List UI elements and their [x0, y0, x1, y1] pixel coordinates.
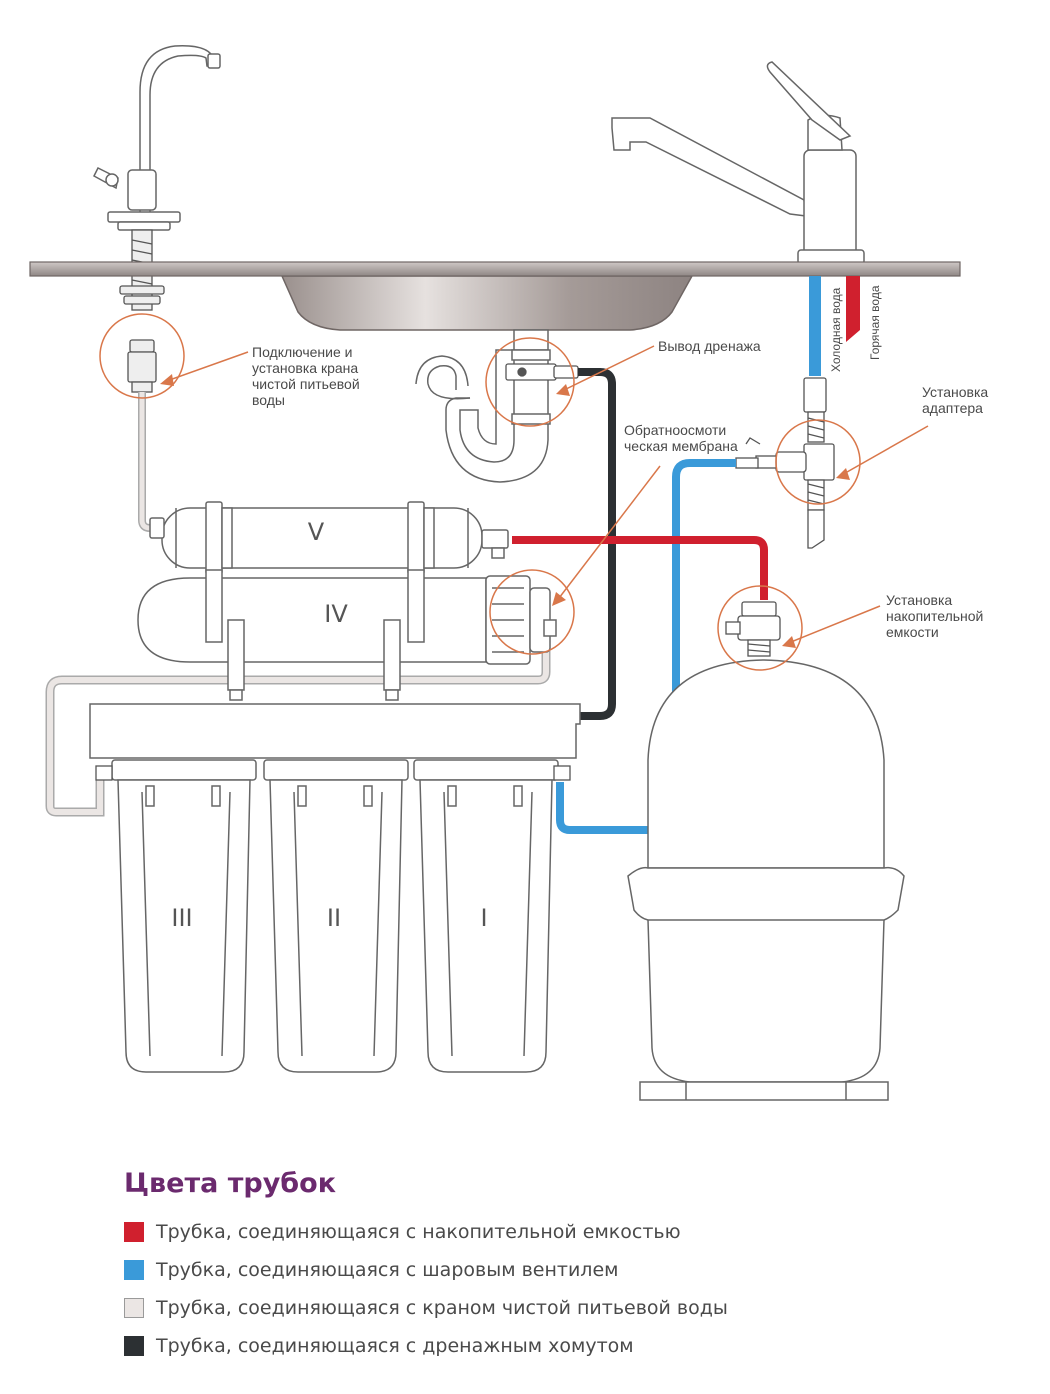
storage-tank — [627, 659, 905, 1101]
callout-circle-tank — [717, 585, 803, 671]
legend-label-red: Трубка, соединяющаяся с накопительной ем… — [156, 1221, 681, 1243]
stage-label-5: V — [308, 518, 325, 546]
callout-circle-clean-tap — [99, 313, 185, 399]
legend-item-black: Трубка, соединяющаяся с дренажным хомуто… — [124, 1327, 1024, 1365]
legend-item-red: Трубка, соединяющаяся с накопительной ем… — [124, 1213, 1024, 1251]
hot-water-label: Горячая вода — [868, 285, 882, 361]
tank-valve — [725, 601, 781, 657]
filter-manifold-plate — [89, 703, 581, 759]
callout-drain-outlet: Вывод дренажа — [658, 338, 761, 354]
legend-swatch-white — [124, 1298, 144, 1318]
legend-item-blue: Трубка, соединяющаяся с шаровым вентилем — [124, 1251, 1024, 1289]
stage-label-3: III — [171, 904, 192, 932]
stage-label-1: I — [480, 904, 487, 932]
manifold-fittings — [95, 765, 571, 781]
callout-membrane: Обратноосмоти ческая мембрана — [624, 422, 738, 454]
stage-label-4: IV — [324, 600, 348, 628]
callout-arrowheads — [160, 374, 850, 648]
callout-circle-adapter — [775, 419, 861, 505]
internal-tube-fill — [47, 636, 549, 815]
prefilter-stage-2 — [263, 759, 409, 1073]
legend-label-black: Трубка, соединяющаяся с дренажным хомуто… — [156, 1335, 634, 1357]
post-filter-stage-5 — [149, 501, 509, 575]
callout-circle-drain — [485, 337, 575, 427]
legend-title: Цвета трубок — [124, 1168, 337, 1199]
legend-swatch-red — [124, 1222, 144, 1242]
legend-swatch-black — [124, 1336, 144, 1356]
stage-label-2: II — [327, 904, 341, 932]
countertop — [29, 261, 961, 277]
tube-color-legend: Цвета трубок Трубка, соединяющаяся с нак… — [124, 1168, 1024, 1365]
legend-swatch-blue — [124, 1260, 144, 1280]
drain-saddle-clamp — [505, 363, 579, 381]
sink-bowl — [280, 275, 694, 331]
tank-tube-red — [512, 536, 768, 600]
feed-adapter-valve — [735, 377, 835, 549]
clean-water-tube — [138, 392, 162, 532]
callout-clean-tap: Подключение и установка крана чистой пит… — [252, 344, 360, 408]
callout-tank: Установка накопительной емкости — [886, 592, 984, 640]
cold-water-label: Холодная вода — [829, 287, 843, 372]
cold-water-pipe — [809, 276, 821, 376]
callout-markers — [99, 313, 929, 671]
membrane-housing-stage-4 — [137, 569, 557, 701]
faucet-threaded-stem — [119, 229, 165, 393]
sink-drain-siphon — [415, 329, 551, 483]
callout-circle-membrane — [489, 569, 575, 655]
prefilter-stage-3 — [111, 759, 257, 1073]
legend-label-blue: Трубка, соединяющаяся с шаровым вентилем — [156, 1259, 619, 1281]
legend-item-white: Трубка, соединяющаяся с краном чистой пи… — [124, 1289, 1024, 1327]
kitchen-faucet — [611, 61, 865, 265]
callout-adapter: Установка адаптера — [922, 384, 989, 416]
legend-label-white: Трубка, соединяющаяся с краном чистой пи… — [156, 1297, 728, 1319]
installation-diagram: V IV III II I — [29, 45, 961, 1101]
hot-water-pipe — [846, 276, 860, 342]
clean-water-faucet — [93, 45, 221, 233]
